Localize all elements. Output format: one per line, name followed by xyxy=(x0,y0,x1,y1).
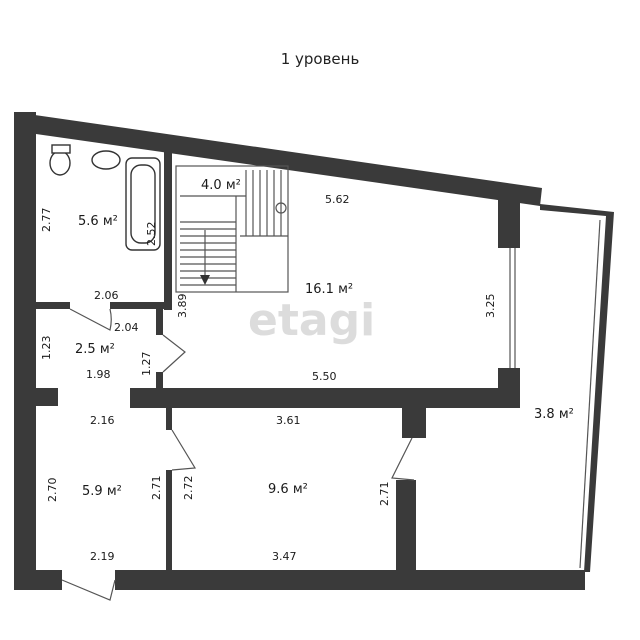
hall-top-wall-left xyxy=(36,388,58,406)
wc-right-wall-b xyxy=(156,372,163,390)
dim-wc-left: 1.23 xyxy=(40,336,53,361)
toilet-tank-icon xyxy=(51,144,71,154)
stairs-area: 4.0 м² xyxy=(201,178,241,193)
top-wall xyxy=(14,112,542,206)
wc-top-wall-b xyxy=(110,302,170,309)
bathroom-fixtures xyxy=(49,144,161,251)
dim-bedroom-top: 3.61 xyxy=(276,414,301,427)
bottom-wall-right xyxy=(115,570,585,590)
dim-living-bottom: 5.50 xyxy=(312,370,337,383)
toilet-icon xyxy=(49,150,71,176)
bedroom-right-wall-top xyxy=(402,406,426,438)
dim-wc-inner: 2.04 xyxy=(114,321,139,334)
watermark: etagi xyxy=(248,295,375,346)
wc-top-wall-a xyxy=(36,302,70,309)
dim-hall-top: 2.16 xyxy=(90,414,115,427)
sink-icon xyxy=(91,150,121,170)
bedroom-area: 9.6 м² xyxy=(268,482,308,497)
living-right-wall-bottom xyxy=(498,368,520,408)
bedroom-right-wall-bottom xyxy=(396,480,416,570)
dim-bedroom-left: 2.72 xyxy=(182,476,195,501)
living-door xyxy=(162,334,186,373)
dim-hall-right: 2.71 xyxy=(150,476,163,501)
entrance-door xyxy=(61,579,116,601)
doors xyxy=(61,308,415,601)
dim-wc-bottom: 1.98 xyxy=(86,368,111,381)
dim-wc-top: 2.06 xyxy=(94,289,119,302)
stairs-outline xyxy=(175,165,289,293)
bathroom-area: 5.6 м² xyxy=(78,214,118,229)
dim-living-right: 3.25 xyxy=(484,294,497,319)
living-right-wall-top xyxy=(498,200,520,248)
wc-area: 2.5 м² xyxy=(75,342,115,357)
wc-door xyxy=(69,308,112,331)
dim-stair-top: 5.62 xyxy=(325,193,350,206)
floor-title: 1 уровень xyxy=(280,50,360,68)
interior-walls xyxy=(36,150,520,570)
dim-hall-bottom: 2.19 xyxy=(90,550,115,563)
bottom-wall-left xyxy=(14,570,62,590)
balcony-area: 3.8 м² xyxy=(534,407,574,422)
dimensions: 2.77 2.52 5.62 2.06 2.04 1.23 1.27 1.98 … xyxy=(40,193,497,563)
dim-bedroom-right: 2.71 xyxy=(378,482,391,507)
living-bottom-wall xyxy=(130,388,518,408)
stairs-post xyxy=(275,202,287,214)
stairs xyxy=(175,165,289,293)
bathroom-wall xyxy=(164,150,172,310)
dim-hall-right-top: 3.89 xyxy=(176,294,189,319)
dim-bedroom-bottom: 3.47 xyxy=(272,550,297,563)
dim-bath-right: 2.52 xyxy=(145,222,158,247)
dim-bath-left: 2.77 xyxy=(40,208,53,233)
balcony-edge xyxy=(540,204,614,572)
balcony-door xyxy=(391,437,415,481)
bedroom-door xyxy=(171,429,197,471)
hall-partition-bottom xyxy=(166,470,172,570)
hall-partition-top xyxy=(166,408,172,430)
balcony-glazing xyxy=(579,219,601,569)
bathtub-inner-icon xyxy=(130,164,156,244)
dim-wc-right: 1.27 xyxy=(140,352,153,377)
left-wall xyxy=(14,112,36,590)
outer-walls xyxy=(14,112,614,590)
stairs-arrow-icon xyxy=(200,275,210,285)
dim-hall-left: 2.70 xyxy=(46,478,59,503)
wc-right-wall-a xyxy=(156,309,163,335)
room-areas: 5.6 м² 4.0 м² 16.1 м² 2.5 м² 5.9 м² 9.6 … xyxy=(75,178,574,499)
hall-area: 5.9 м² xyxy=(82,484,122,499)
living-area: 16.1 м² xyxy=(305,282,353,297)
